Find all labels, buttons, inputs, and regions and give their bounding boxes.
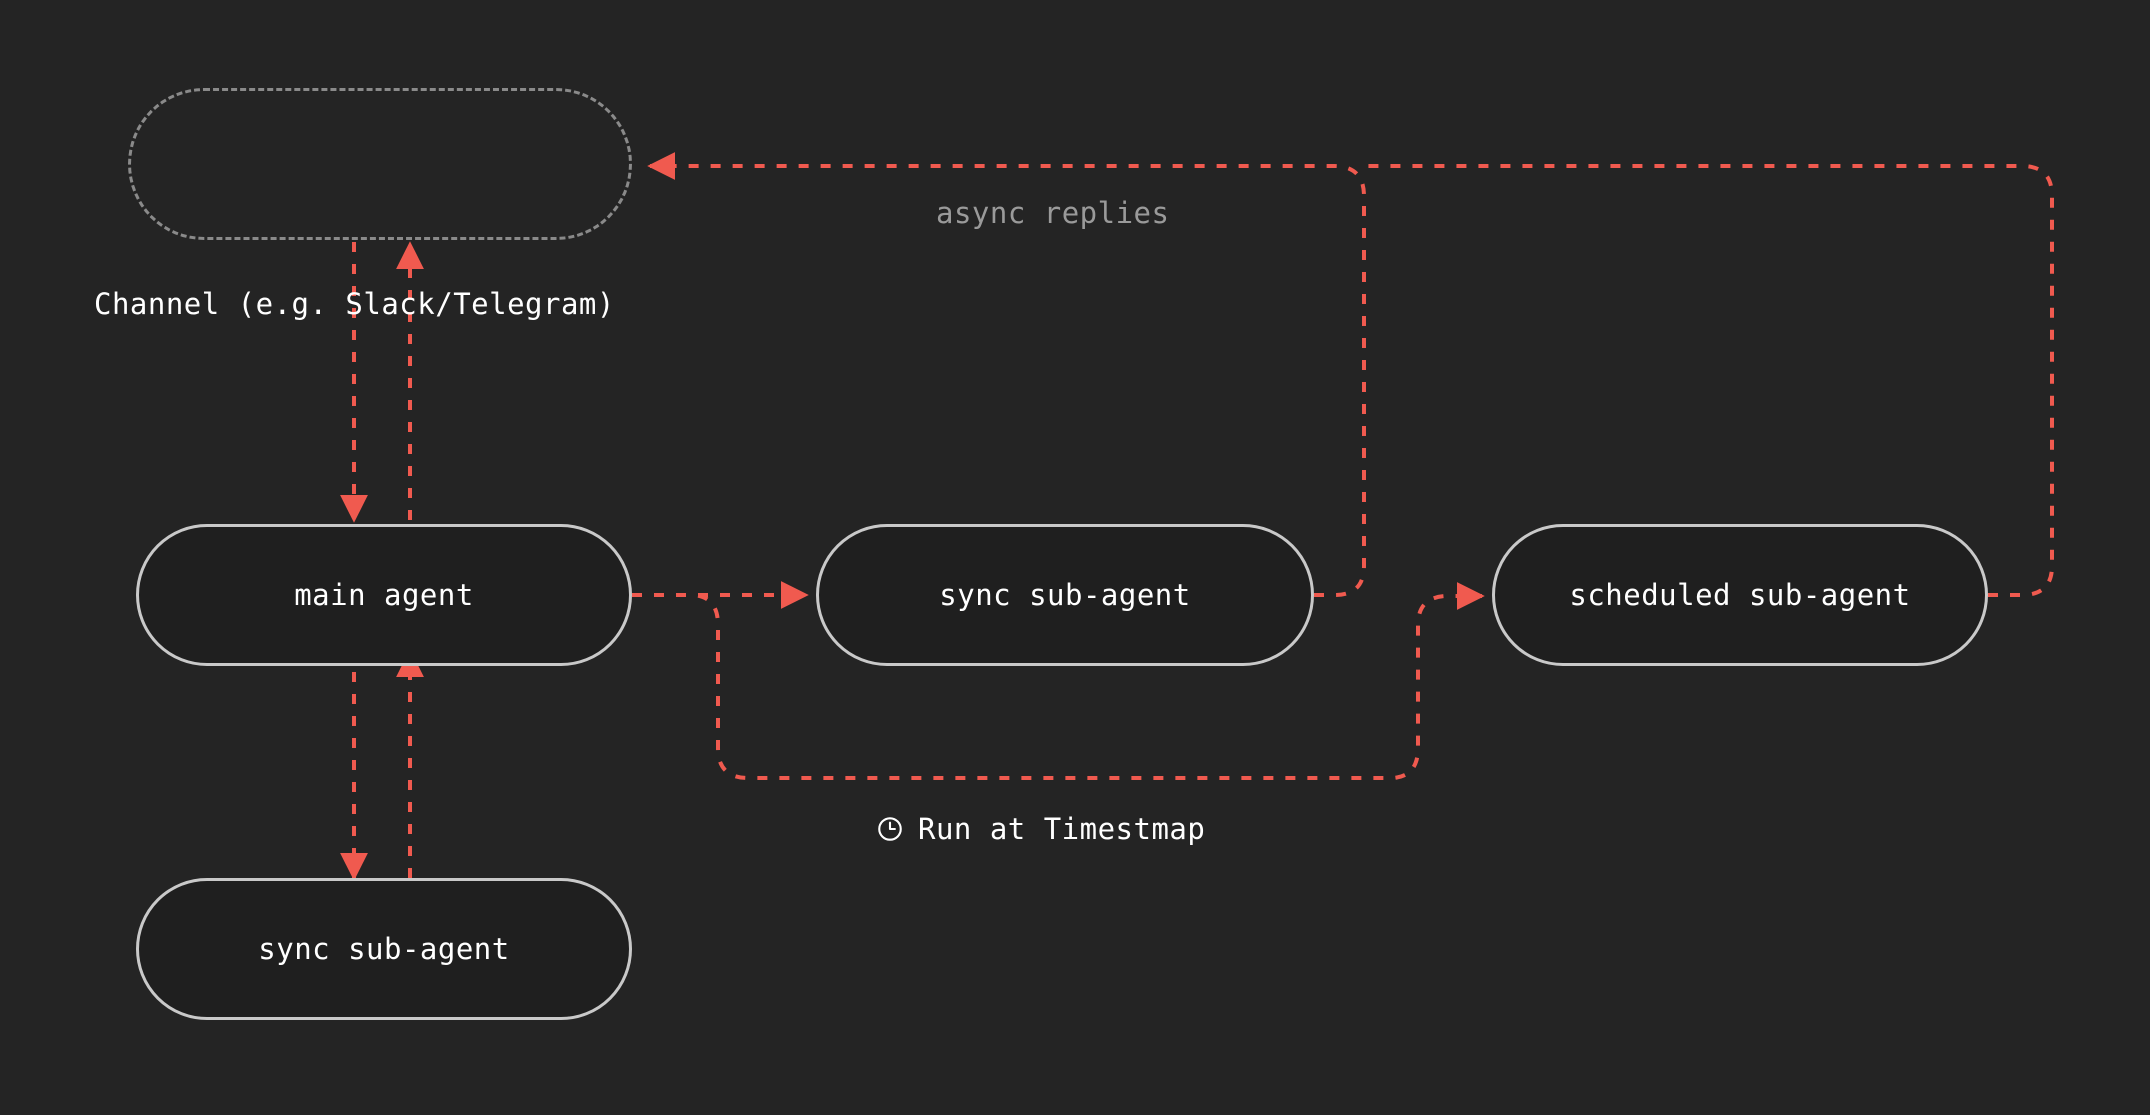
node-scheduled-sub-agent[interactable]: scheduled sub-agent (1492, 524, 1988, 666)
node-main-agent-label: main agent (294, 578, 474, 612)
node-sync-sub-agent-bottom-label: sync sub-agent (258, 932, 510, 966)
edge-label-run-at-timestamp: Run at Timestmap (876, 812, 1205, 846)
node-sync-sub-agent-right-label: sync sub-agent (939, 578, 1191, 612)
edge-label-async-replies: async replies (936, 196, 1170, 230)
run-at-timestamp-text: Run at Timestmap (918, 812, 1206, 846)
node-sync-sub-agent-right[interactable]: sync sub-agent (816, 524, 1314, 666)
channel-container (128, 88, 632, 240)
node-main-agent[interactable]: main agent (136, 524, 632, 666)
node-scheduled-sub-agent-label: scheduled sub-agent (1569, 578, 1911, 612)
channel-label: Channel (e.g. Slack/Telegram) (94, 287, 615, 321)
node-sync-sub-agent-bottom[interactable]: sync sub-agent (136, 878, 632, 1020)
clock-icon (876, 815, 904, 843)
